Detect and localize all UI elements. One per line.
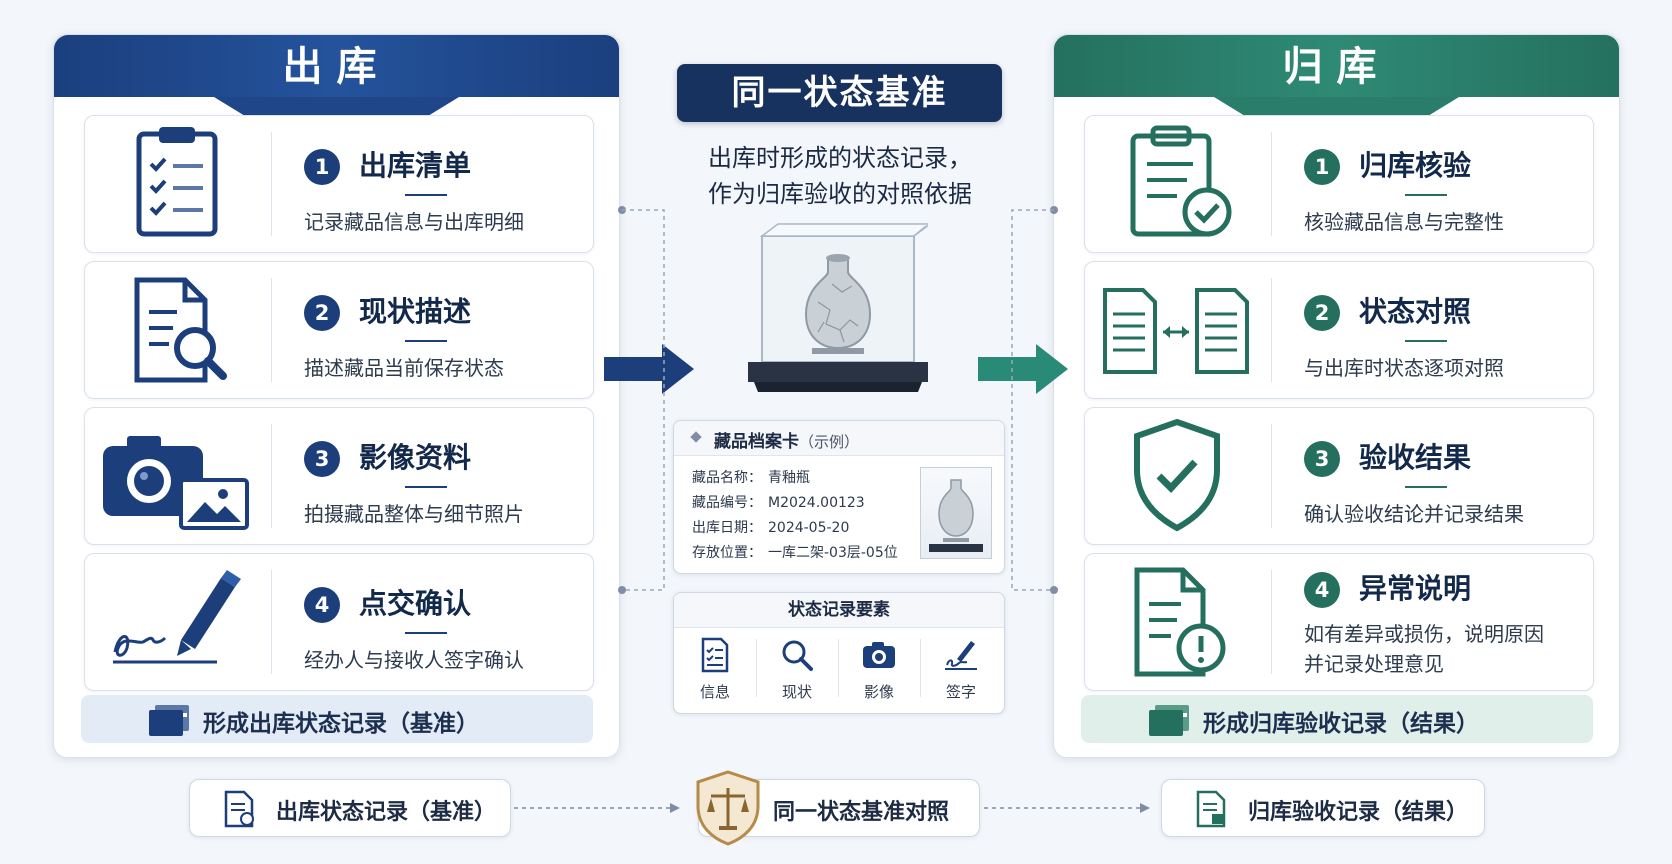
step-description: 核验藏品信息与完整性 [1304,210,1504,234]
step-title: 出库清单 [359,149,472,182]
element-info: 信息 [674,633,756,707]
return-step-4: 4 异常说明 如有差异或损伤，说明原因 并记录处理意见 [1084,553,1594,691]
document-search-icon [97,270,257,390]
step-number: 2 [304,295,340,331]
bottom-center-label: 同一状态基准对照 [773,800,950,825]
checkout-step-2: 2 现状描述 描述藏品当前保存状态 [84,261,594,399]
card-row-date: 出库日期：2024-05-20 [692,520,850,536]
folder-stack-icon [1147,703,1191,737]
dashed-arrow-right [512,800,682,814]
bottom-return-record: 归库验收记录（结果） [1161,779,1485,837]
checkout-header-tab [214,97,459,115]
document-alert-icon [1097,562,1257,682]
step-description-line2: 并记录处理意见 [1304,652,1444,676]
step-description: 拍摄藏品整体与细节照片 [304,502,524,526]
center-title-box: 同一状态基准 [677,64,1002,122]
arrow-right-icon [604,344,694,394]
element-status: 现状 [756,633,838,707]
checkout-step-1: 1 出库清单 记录藏品信息与出库明细 [84,115,594,253]
step-description: 经办人与接收人签字确认 [304,648,524,672]
card-row-name: 藏品名称：青釉瓶 [692,470,810,486]
step-title: 验收结果 [1359,441,1472,474]
clipboard-checklist-icon [97,124,257,244]
step-description: 与出库时状态逐项对照 [1304,356,1504,380]
document-record-icon [220,790,258,828]
checkout-record-label: 形成出库状态记录（基准） [203,711,479,737]
return-header-tab [1214,97,1459,115]
element-image: 影像 [838,633,920,707]
center-title: 同一状态基准 [731,73,948,113]
checkout-title: 出库 [282,43,391,90]
card-row-location: 存放位置：一库二架-03层-05位 [692,545,898,561]
left-dashed-connector [614,206,674,596]
right-dashed-connector [1002,206,1062,596]
display-case-vase-image [748,222,933,394]
folder-stack-icon [147,703,191,737]
bottom-center-comparison: 同一状态基准对照 [696,770,980,846]
pen-signature-icon [97,562,257,682]
step-number: 2 [1304,295,1340,331]
clipboard-check-icon [1097,124,1257,244]
checkout-step-3: 3 影像资料 拍摄藏品整体与细节照片 [84,407,594,545]
return-step-1: 1 归库核验 核验藏品信息与完整性 [1084,115,1594,253]
bottom-checkout-label: 出库状态记录（基准） [276,800,497,825]
step-description: 记录藏品信息与出库明细 [304,210,524,234]
camera-icon [861,637,897,673]
return-step-3: 3 验收结果 确认验收结论并记录结果 [1084,407,1594,545]
scales-shield-icon [695,770,761,846]
document-result-icon [1192,790,1230,828]
step-number: 4 [304,587,340,623]
bottom-checkout-record: 出库状态记录（基准） [189,779,511,837]
camera-photo-icon [97,416,257,536]
return-header [1054,35,1619,97]
archive-card-title: 藏品档案卡（示例） [714,432,860,452]
step-number: 3 [1304,441,1340,477]
checkout-panel: 出库 1 出库清单 记录藏品信息与出库明细 [53,34,620,758]
step-number: 1 [304,149,340,185]
step-title: 点交确认 [359,587,472,620]
pen-icon [943,637,979,673]
diamond-icon [690,431,702,443]
vase-thumbnail [920,467,992,559]
arrow-right-icon [978,344,1068,394]
center-subtitle-line2: 作为归库验收的对照依据 [708,180,972,208]
status-elements-panel: 状态记录要素 信息 现状 [673,592,1005,714]
step-title: 异常说明 [1359,572,1472,605]
dashed-arrow-right [982,800,1152,814]
status-elements-title: 状态记录要素 [674,593,1004,628]
return-panel: 归库 1 归库核验 核验藏品信息与完整性 [1053,34,1620,758]
step-description: 描述藏品当前保存状态 [304,356,504,380]
checkout-step-4: 4 点交确认 经办人与接收人签字确认 [84,553,594,691]
shield-check-icon [1097,416,1257,536]
step-number: 4 [1304,572,1340,608]
checkout-header [54,35,619,97]
step-number: 1 [1304,149,1340,185]
step-title: 状态对照 [1359,295,1472,328]
step-title: 影像资料 [359,441,472,474]
return-record-label: 形成归库验收记录（结果） [1203,711,1479,737]
checklist-icon [697,637,733,673]
element-signature: 签字 [920,633,1002,707]
return-record-bar: 形成归库验收记录（结果） [1081,695,1593,743]
step-title: 现状描述 [359,295,472,328]
center-subtitle-line1: 出库时形成的状态记录， [708,144,972,172]
return-title: 归库 [1282,43,1391,90]
step-description: 确认验收结论并记录结果 [1304,502,1524,526]
step-number: 3 [304,441,340,477]
step-title: 归库核验 [1359,149,1472,182]
documents-compare-icon [1097,270,1257,390]
checkout-record-bar: 形成出库状态记录（基准） [81,695,593,743]
step-description: 如有差异或损伤，说明原因 [1304,622,1544,646]
magnifier-icon [779,637,815,673]
card-row-number: 藏品编号：M2024.00123 [692,495,865,511]
return-step-2: 2 状态对照 与出库时状态逐项对照 [1084,261,1594,399]
archive-card: 藏品档案卡（示例） 藏品名称：青釉瓶 藏品编号：M2024.00123 出库日期… [673,420,1005,574]
bottom-return-label: 归库验收记录（结果） [1248,800,1469,825]
